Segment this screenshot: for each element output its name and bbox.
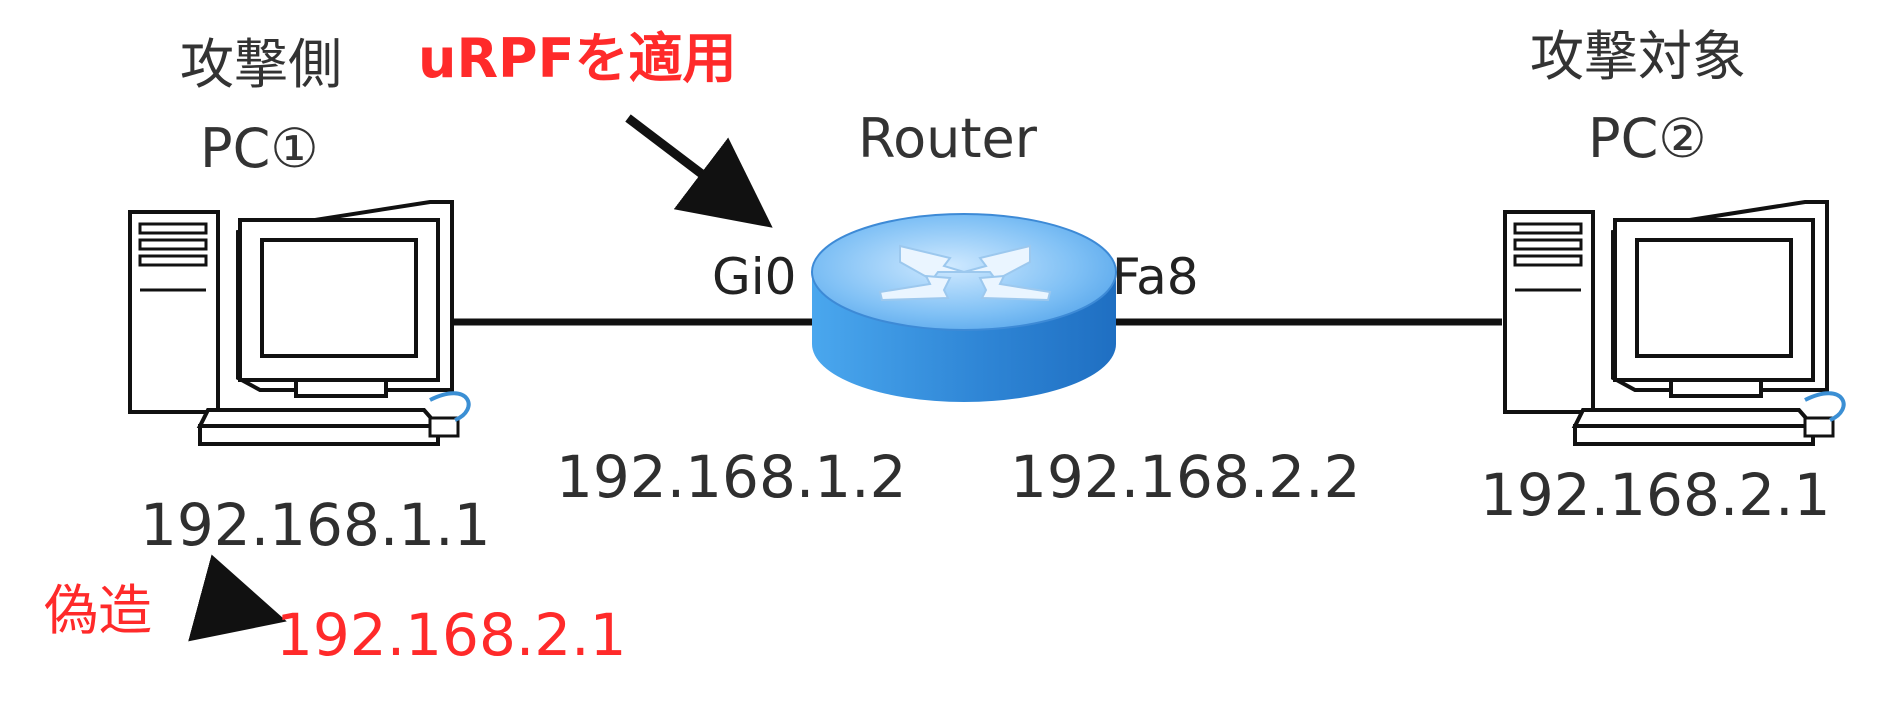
router-name-label: Router <box>858 107 1037 170</box>
urpf-label: uRPFを適用 <box>418 27 737 90</box>
router-iface-right-label: Fa8 <box>1112 248 1199 306</box>
target-role-label: 攻撃対象 <box>1530 25 1746 88</box>
attacker-pc-icon <box>128 200 471 446</box>
target-ip-label: 192.168.2.1 <box>1480 461 1831 529</box>
spoof-ip-label: 192.168.2.1 <box>276 601 627 669</box>
spoof-label: 偽造 <box>44 579 152 642</box>
target-name-label: PC② <box>1588 107 1707 170</box>
router-ip-right-label: 192.168.2.2 <box>1010 443 1361 511</box>
attacker-role-label: 攻撃側 <box>180 33 342 96</box>
attacker-name-label: PC① <box>200 117 319 180</box>
router-ip-left-label: 192.168.1.2 <box>556 443 907 511</box>
urpf-arrow <box>625 114 773 228</box>
router-icon <box>811 213 1117 402</box>
attacker-ip-label: 192.168.1.1 <box>140 491 491 559</box>
spoof-arrow <box>188 554 287 642</box>
target-pc-icon <box>1503 200 1846 446</box>
router-iface-left-label: Gi0 <box>712 248 797 306</box>
